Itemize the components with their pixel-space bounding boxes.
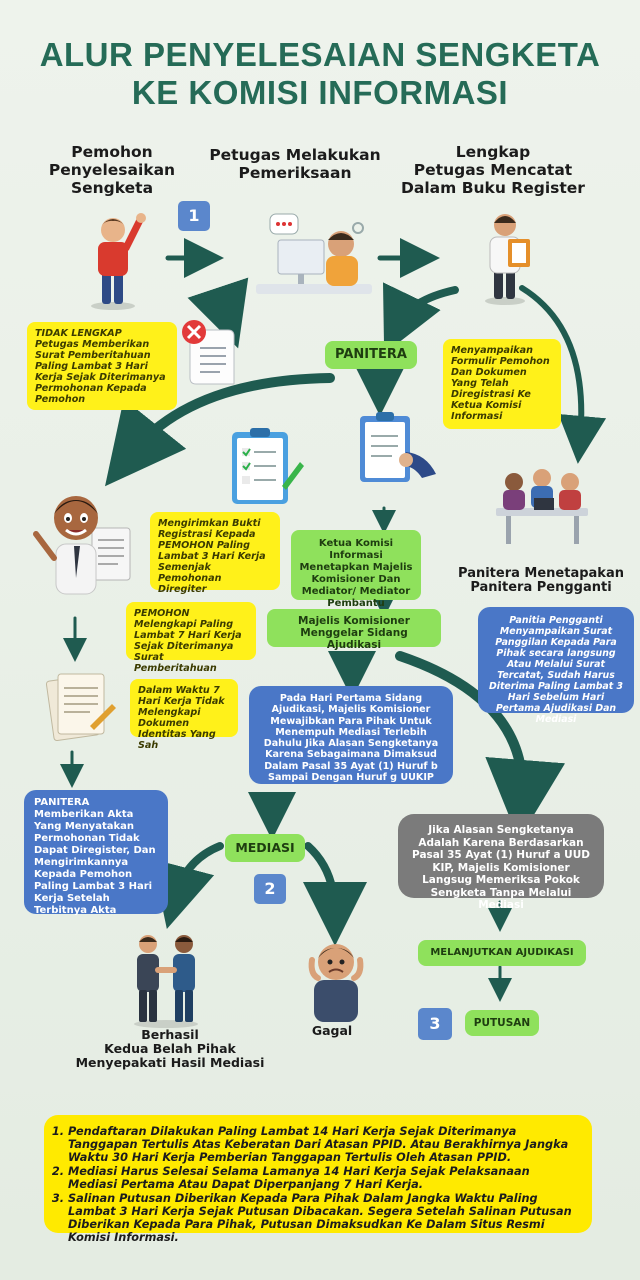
box-pemohon-melengkapi: PEMOHON Melengkapi Paling Lambat 7 Hari … bbox=[126, 602, 256, 674]
notes-box: Pendaftaran Dilakukan Paling Lambat 14 H… bbox=[44, 1115, 592, 1244]
box-putusan: PUTUSAN bbox=[465, 1010, 539, 1036]
label-berhasil: Berhasil Kedua Belah Pihak Menyepakati H… bbox=[75, 1027, 265, 1070]
heading-petugas: Petugas Melakukan Pemeriksaan bbox=[209, 146, 381, 182]
box-mediasi: MEDIASI bbox=[225, 834, 305, 862]
page-title-line2: KE KOMISI INFORMASI bbox=[131, 74, 509, 111]
computer-operator-icon bbox=[256, 213, 372, 294]
heading-pemohon: Pemohon Penyelesaikan Sengketa bbox=[48, 143, 176, 197]
label-gagal: Gagal bbox=[311, 1023, 353, 1038]
note-item-1: Pendaftaran Dilakukan Paling Lambat 14 H… bbox=[68, 1125, 580, 1164]
heading-lengkap-line1: Lengkap bbox=[455, 143, 531, 161]
checklist-clipboard-icon bbox=[232, 428, 304, 504]
handshake-icon bbox=[134, 935, 198, 1028]
label-panitera-pengganti: Panitera Menetapakan Panitera Pengganti bbox=[458, 566, 624, 595]
raising-hand-person-icon bbox=[91, 213, 146, 310]
box-mengirimkan: Mengirimkan Bukti Registrasi Kepada PEMO… bbox=[150, 512, 280, 595]
worried-man-icon bbox=[308, 944, 364, 1022]
step-badge-2: 2 bbox=[254, 874, 286, 904]
box-jika-alasan: Jika Alasan Sengketanya Adalah Karena Be… bbox=[398, 814, 604, 911]
heading-lengkap-line2: Petugas Mencatat Dalam Buku Register bbox=[401, 161, 585, 197]
page-title-line1: ALUR PENYELESAIAN SENGKETA bbox=[39, 36, 601, 73]
man-with-document-icon bbox=[33, 496, 131, 595]
papers-stack-icon bbox=[45, 673, 116, 742]
note-item-2: Mediasi Harus Selesai Selama Lamanya 14 … bbox=[68, 1165, 580, 1191]
box-hari-pertama: Pada Hari Pertama Sidang Ajudikasi, Maje… bbox=[249, 686, 453, 784]
clipboard-clerk-icon bbox=[485, 214, 530, 305]
box-panitera: PANITERA bbox=[325, 341, 417, 369]
notes-list: Pendaftaran Dilakukan Paling Lambat 14 H… bbox=[58, 1125, 580, 1244]
box-dalam-waktu: Dalam Waktu 7 Hari Kerja Tidak Melengkap… bbox=[130, 679, 238, 751]
step-badge-3: 3 bbox=[418, 1008, 452, 1040]
box-panitia-pengganti: Panitia Pengganti Menyampaikan Surat Pan… bbox=[478, 607, 634, 725]
note-item-3: Salinan Putusan Diberikan Kepada Para Pi… bbox=[68, 1192, 580, 1244]
box-tidak-lengkap: TIDAK LENGKAP Petugas Memberikan Surat P… bbox=[27, 322, 177, 410]
box-panitera-akta: PANITERA Memberikan Akta Yang Menyatakan… bbox=[24, 790, 168, 916]
box-ketua: Ketua Komisi Informasi Menetapkan Majeli… bbox=[291, 530, 421, 609]
signing-clipboard-icon bbox=[360, 412, 436, 482]
box-menyampaikan: Menyampaikan Formulir Pemohon Dan Dokume… bbox=[443, 339, 561, 429]
heading-lengkap: Lengkap Petugas Mencatat Dalam Buku Regi… bbox=[398, 143, 588, 197]
step-badge-1: 1 bbox=[178, 201, 210, 231]
office-team-icon bbox=[496, 469, 588, 544]
box-melanjutkan: MELANJUTKAN AJUDIKASI bbox=[418, 940, 586, 966]
rejected-document-icon bbox=[182, 320, 235, 385]
box-majelis-sidang: Majelis Komisioner Menggelar Sidang Ajud… bbox=[267, 609, 441, 651]
